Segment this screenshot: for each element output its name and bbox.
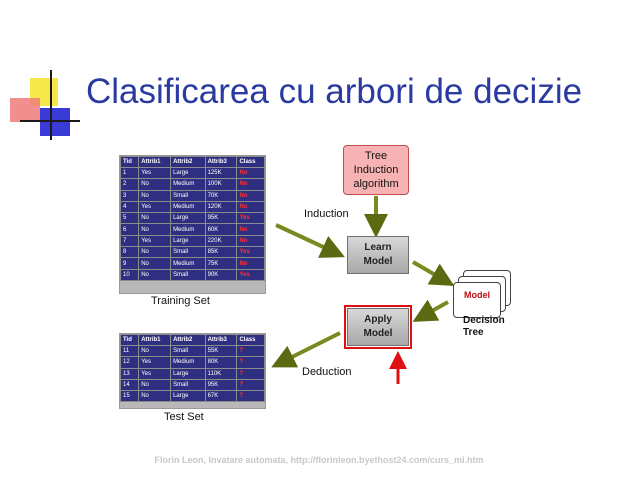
decision-tree-line-2: Tree xyxy=(463,327,484,338)
learn-to-model-arrow xyxy=(411,260,455,287)
learn-model-line-2: Model xyxy=(363,256,393,267)
table-cell: Yes xyxy=(138,356,172,369)
table-cell: 90K xyxy=(204,268,238,281)
table-cell: 110K xyxy=(204,367,238,380)
test-set-caption: Test Set xyxy=(164,411,204,423)
table-cell: 7 xyxy=(119,234,140,248)
logo-horizontal-line xyxy=(20,120,80,122)
table-cell: No xyxy=(236,234,265,248)
table-cell: No xyxy=(138,390,172,403)
table-cell: 100K xyxy=(204,178,238,191)
table-cell: Large xyxy=(170,390,206,403)
table-cell: No xyxy=(236,257,265,270)
table-cell: 67K xyxy=(204,390,238,403)
table-cell: Yes xyxy=(236,268,265,281)
table-cell: ? xyxy=(236,390,265,403)
table-cell: No xyxy=(138,268,172,281)
tree-algo-line-3: algorithm xyxy=(353,178,399,190)
apply-model-line-1: Apply xyxy=(364,314,392,325)
table-cell: ? xyxy=(236,378,265,392)
logo-vertical-line xyxy=(50,70,52,140)
deduction-label: Deduction xyxy=(302,366,352,378)
induction-label: Induction xyxy=(304,208,349,220)
training-set-caption: Training Set xyxy=(151,295,210,307)
logo-red-square xyxy=(10,98,40,122)
model-card-front xyxy=(453,282,501,318)
learn-model-line-1: Learn xyxy=(364,242,392,253)
table-cell: 10 xyxy=(119,268,140,281)
induction-arrow xyxy=(275,223,345,258)
apply-model-box: Apply Model xyxy=(347,308,409,346)
deduction-arrow xyxy=(271,331,341,368)
table-cell: No xyxy=(236,189,265,202)
table-cell: 120K xyxy=(204,200,238,214)
table-cell: 95K xyxy=(204,378,238,392)
footer-credit: Florin Leon, Invatare automata, http://f… xyxy=(154,455,484,465)
table-cell: No xyxy=(138,257,172,270)
table-cell: 15 xyxy=(119,390,140,403)
slide-title: Clasificarea cu arbori de decizie xyxy=(86,72,583,111)
tree-algo-line-2: Induction xyxy=(353,164,399,176)
decision-tree-line-1: Decision xyxy=(463,315,505,326)
table-header-cell: Attrib3 xyxy=(204,156,238,168)
apply-model-line-2: Model xyxy=(363,328,393,339)
table-cell: Yes xyxy=(138,234,172,248)
model-to-apply-arrow xyxy=(412,299,449,322)
table-cell: 95K xyxy=(204,212,238,225)
apply-model-highlight xyxy=(344,305,412,349)
table-cell: 85K xyxy=(204,246,238,259)
table-cell: No xyxy=(138,378,172,392)
learn-model-box: Learn Model xyxy=(347,236,409,274)
model-label: Model xyxy=(464,290,490,300)
table-cell: No xyxy=(236,223,265,236)
table-cell: Small xyxy=(170,268,206,281)
tree-algo-line-1: Tree xyxy=(364,150,388,162)
logo-blue-square xyxy=(40,108,70,136)
decision-tree-label: Decision Tree xyxy=(463,315,505,339)
tree-induction-algorithm-box: Tree Induction algorithm xyxy=(343,145,409,195)
slide-logo xyxy=(0,0,80,150)
